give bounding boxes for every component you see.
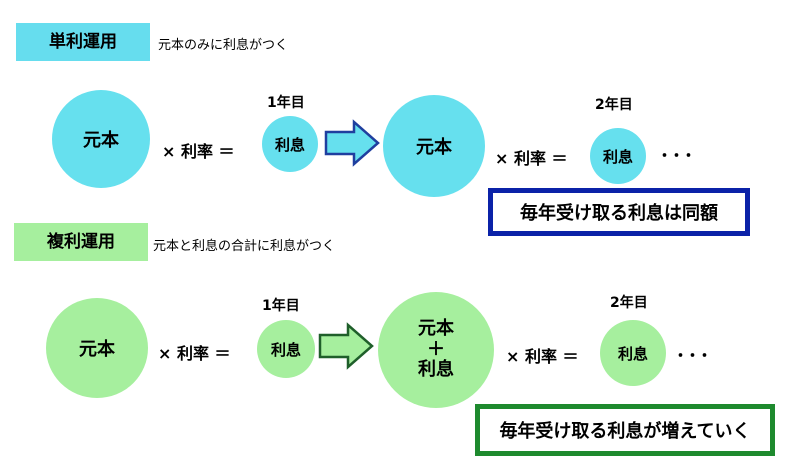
compound-result-box: 毎年受け取る利息が増えていく [475,404,775,456]
compound-interest2-label: 利息 [617,344,648,363]
compound-times-rate: × 利率 ＝ [158,344,231,363]
simple-principal-circle: 元本 [52,90,150,188]
simple-ellipsis: ･･･ [660,146,696,167]
simple-times-rate2: × 利率 ＝ [495,149,568,168]
simple-principal2-circle: 元本 [383,95,485,197]
compound-arrow-icon [318,322,374,370]
compound-interest-subtitle: 元本と利息の合計に利息がつく [153,239,336,254]
simple-times-rate: × 利率 ＝ [162,142,235,161]
compound-interest-tag: 複利運用 [14,223,148,261]
simple-result-text: 毎年受け取る利息は同額 [520,203,718,224]
compound-combined-interest: 利息 [418,359,454,381]
simple-year1-label: 1年目 [267,95,305,111]
compound-combined-stack: 元本 ＋ 利息 [418,317,454,381]
simple-interest2-label: 利息 [602,147,633,166]
simple-interest-tag: 単利運用 [16,23,150,61]
simple-interest1-label: 利息 [274,135,305,154]
compound-ellipsis: ･･･ [676,346,712,367]
compound-combined-principal: 元本 [418,317,454,339]
compound-principal-circle: 元本 [46,298,148,398]
compound-result-text: 毎年受け取る利息が増えていく [499,421,751,442]
compound-interest1-circle: 利息 [257,320,315,378]
compound-interest1-label: 利息 [270,340,301,359]
simple-principal2-label: 元本 [416,137,452,158]
compound-year1-label: 1年目 [262,298,300,314]
simple-interest-subtitle: 元本のみに利息がつく [158,38,289,53]
simple-year2-label: 2年目 [595,97,633,113]
compound-year2-label: 2年目 [610,295,648,311]
compound-times-rate2: × 利率 ＝ [506,347,579,366]
simple-principal-label: 元本 [83,130,119,151]
simple-arrow-icon [324,119,380,167]
compound-combined-circle: 元本 ＋ 利息 [378,292,494,408]
compound-principal-label: 元本 [79,339,115,360]
compound-combined-plus: ＋ [427,338,445,360]
compound-interest2-circle: 利息 [600,320,666,386]
simple-interest1-circle: 利息 [262,116,318,172]
simple-interest2-circle: 利息 [590,128,646,184]
simple-result-box: 毎年受け取る利息は同額 [488,188,750,236]
